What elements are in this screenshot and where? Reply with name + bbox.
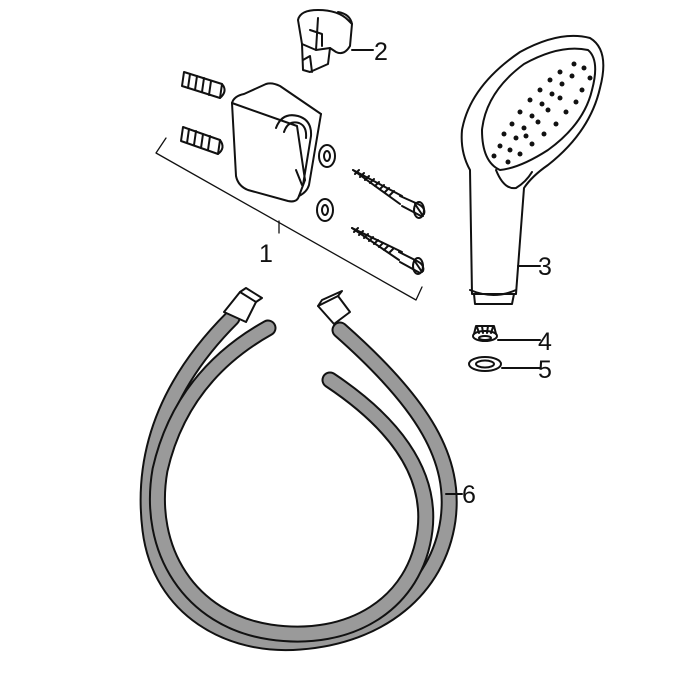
seal-ring-icon	[468, 356, 541, 372]
callout-2: 2	[374, 38, 388, 66]
wall-holder-icon	[231, 82, 322, 203]
flow-limiter-icon	[472, 325, 541, 342]
callout-1: 1	[259, 240, 273, 268]
screw-icon	[351, 227, 425, 275]
washer-icon	[323, 150, 331, 162]
spray-nozzles	[491, 61, 593, 165]
wall-anchor-icon	[180, 126, 224, 155]
callout-5: 5	[538, 356, 552, 384]
hand-shower-icon	[460, 34, 605, 305]
part-1-bracket	[155, 137, 423, 301]
washer-icon	[318, 144, 336, 168]
holder-insert-icon	[297, 9, 374, 73]
wall-anchor-icon	[181, 71, 226, 99]
callout-4: 4	[538, 328, 552, 356]
washer-icon	[316, 198, 334, 222]
callout-3: 3	[538, 253, 552, 281]
callout-6: 6	[462, 481, 476, 509]
screw-icon	[352, 169, 426, 219]
shower-hose-icon	[139, 287, 463, 652]
washer-icon	[321, 204, 329, 216]
